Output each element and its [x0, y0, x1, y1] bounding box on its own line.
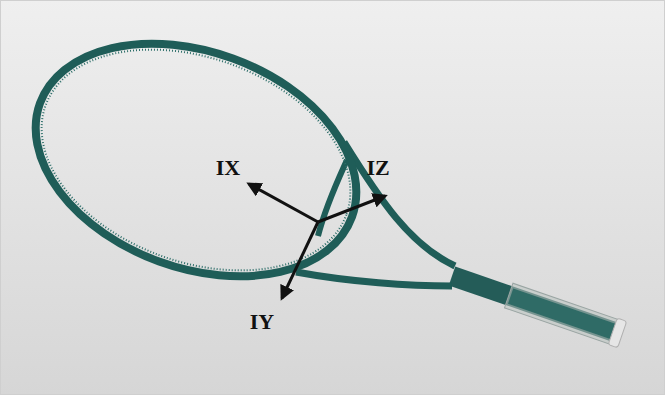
axis-label: IY: [250, 311, 274, 333]
axis-label: IX: [216, 157, 240, 179]
axis-label: IZ: [366, 157, 389, 179]
